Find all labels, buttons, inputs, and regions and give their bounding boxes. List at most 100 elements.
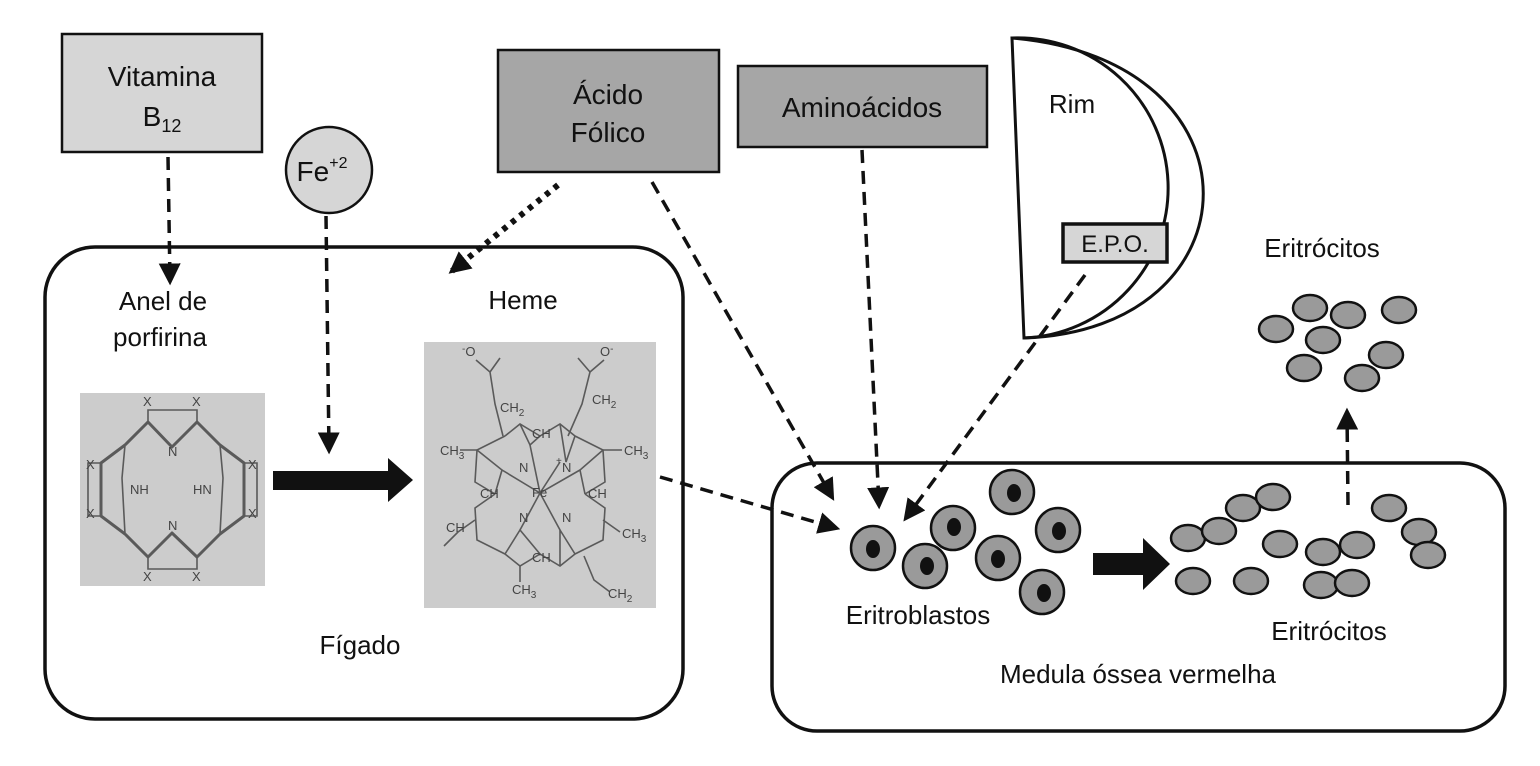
- erythroblast-cell: [849, 524, 897, 572]
- marrow-erythrocyte: [1333, 568, 1371, 598]
- circulating-erythrocyte: [1285, 353, 1323, 383]
- marrow-to-circulation-arrow: [1336, 407, 1359, 506]
- heme-carboxylate-right-charge: -: [610, 344, 613, 355]
- heme-vinyl-ch2-sub: 2: [627, 594, 633, 605]
- circulating-erythrocyte: [1329, 300, 1367, 330]
- amino-acids-node: Aminoácidos: [736, 64, 989, 149]
- heme-ch2-left-base: CH: [500, 400, 519, 415]
- erythrocytes-marrow-label: Eritrócitos: [1271, 616, 1387, 646]
- heme-ch3-bottom-right: CH3: [622, 526, 647, 545]
- erythroblasts-label: Eritroblastos: [846, 600, 991, 630]
- iron-node: Fe+2: [284, 125, 374, 215]
- iron-superscript: +2: [329, 155, 347, 172]
- porphyrin-n-top: N: [168, 444, 177, 459]
- marrow-erythrocyte: [1174, 566, 1212, 596]
- heme-n-bottom-left: N: [519, 510, 528, 525]
- epo-box: [1061, 222, 1169, 264]
- vitamin-b12-subscript: 12: [161, 116, 181, 136]
- erythroblast-cell: [988, 468, 1036, 516]
- amino-acids-label: Aminoácidos: [782, 92, 942, 123]
- marrow-erythrocyte: [1338, 530, 1376, 560]
- porphyrin-x-3: X: [86, 457, 95, 472]
- porphyrin-x-2: X: [192, 394, 201, 409]
- heme-ch2-left-sub: 2: [519, 408, 525, 419]
- erythrocytes-circulating-label: Eritrócitos: [1264, 233, 1380, 263]
- porphyrin-to-heme-arrow: [273, 458, 413, 502]
- heme-ch3-left: CH3: [440, 443, 465, 462]
- erythroblast-cell: [974, 534, 1022, 582]
- heme-ch2-right: CH2: [592, 392, 617, 411]
- marrow-erythrocyte: [1370, 493, 1408, 523]
- iron-to-heme-arrow: [317, 215, 340, 455]
- heme-structure: -O O- CH2 CH2 CH3 CH3 CH3 CH3 CH CH CH C…: [424, 342, 656, 608]
- amino-acids-to-erythroblasts-arrow: [860, 149, 890, 510]
- heme-n-top-right: N: [562, 460, 571, 475]
- heme-ch-left: CH: [480, 486, 499, 501]
- circulating-erythrocyte: [1380, 295, 1418, 325]
- heme-ch3-right-sub: 3: [643, 451, 649, 462]
- heme-carboxylate-left-o: O: [465, 344, 475, 359]
- heme-ch-top: CH: [532, 426, 551, 441]
- heme-ch3-left-sub: 3: [459, 451, 465, 462]
- heme-n-bottom-right: N: [562, 510, 571, 525]
- vitamin-b12-node: Vitamina B12: [60, 32, 264, 154]
- folic-acid-to-erythroblasts-arrow: [650, 181, 835, 501]
- heme-ch3-bottom-right-base: CH: [622, 526, 641, 541]
- iron-label: Fe+2: [297, 155, 348, 187]
- heme-ch2-right-base: CH: [592, 392, 611, 407]
- heme-o-left: -O: [462, 344, 475, 359]
- porphyrin-n-bottom: N: [168, 518, 177, 533]
- marrow-erythrocyte: [1232, 566, 1270, 596]
- bone-marrow-region: [770, 461, 1507, 733]
- marrow-erythrocyte: [1409, 540, 1447, 570]
- heme-ch3-left-base: CH: [440, 443, 459, 458]
- heme-to-erythroblasts-arrow: [659, 475, 841, 534]
- vitamin-b12-base: B: [143, 101, 162, 132]
- circulating-erythrocyte-group: [1257, 293, 1418, 393]
- heme-ch3-bottom: CH3: [512, 582, 537, 601]
- heme-ch-vinyl-left: CH: [446, 520, 465, 535]
- porphyrin-x-7: X: [143, 569, 152, 584]
- heme-ch-bottom: CH: [532, 550, 551, 565]
- circulating-erythrocyte: [1257, 314, 1295, 344]
- erythroblast-cell: [1034, 506, 1082, 554]
- heme-ch2-right-sub: 2: [611, 400, 617, 411]
- circulating-erythrocyte: [1367, 340, 1405, 370]
- marrow-erythrocyte: [1304, 537, 1342, 567]
- epo-to-erythroblasts-arrow: [903, 273, 1087, 522]
- kidney-label: Rim: [1049, 89, 1095, 119]
- heme-n-top-left: N: [519, 460, 528, 475]
- marrow-erythrocyte: [1169, 523, 1207, 553]
- porphyrin-hn: HN: [193, 482, 212, 497]
- erythroblast-cell: [901, 542, 949, 590]
- circulating-erythrocyte: [1343, 363, 1381, 393]
- marrow-erythrocyte: [1254, 482, 1292, 512]
- porphyrin-x-5: X: [248, 457, 257, 472]
- porphyrin-structure: N N NH HN X X X X X X X X: [80, 393, 265, 586]
- heme-vinyl-ch2-base: CH: [608, 586, 627, 601]
- heme-plus: +: [556, 456, 562, 467]
- porphyrin-x-4: X: [86, 506, 95, 521]
- marrow-erythrocyte: [1200, 516, 1238, 546]
- kidney-node: Rim E.P.O.: [1010, 36, 1205, 340]
- porphyrin-x-1: X: [143, 394, 152, 409]
- porphyrin-label-line2: porfirina: [113, 322, 207, 352]
- porphyrin-x-8: X: [192, 569, 201, 584]
- marrow-erythrocyte-group: [1169, 482, 1447, 600]
- epo-label: E.P.O.: [1081, 231, 1149, 258]
- erythroblast-cell: [1018, 568, 1066, 616]
- folic-acid-to-heme-arrow: [448, 182, 560, 274]
- b12-to-porphyrin-arrow: [158, 156, 181, 286]
- folic-acid-line1: Ácido: [573, 79, 643, 110]
- heme-fe: Fe: [532, 485, 547, 500]
- heme-ch-right: CH: [588, 486, 607, 501]
- heme-ch3-bottom-right-sub: 3: [641, 534, 647, 545]
- marrow-erythrocyte: [1261, 529, 1299, 559]
- heme-ch3-right: CH3: [624, 443, 649, 462]
- heme-ch3-bottom-base: CH: [512, 582, 531, 597]
- folic-acid-line2: Fólico: [571, 117, 646, 148]
- liver-label: Fígado: [320, 630, 401, 660]
- heme-o-right: O-: [600, 344, 613, 359]
- folic-acid-node: Ácido Fólico: [496, 48, 721, 174]
